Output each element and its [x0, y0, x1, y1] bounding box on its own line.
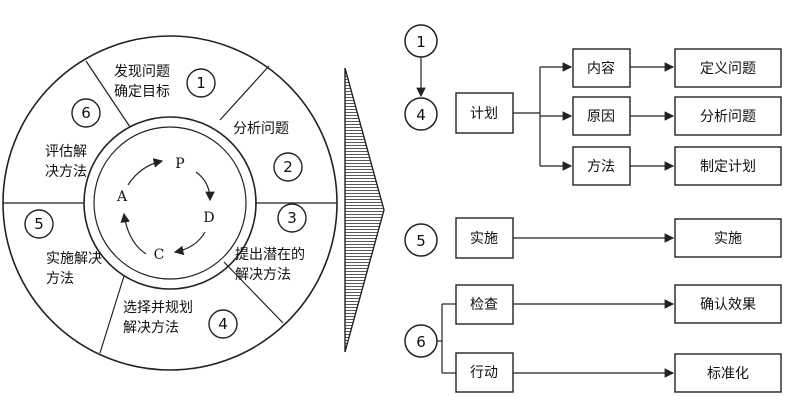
analyze-problem-box [674, 96, 782, 136]
define-problem-label: 定义问题 [700, 61, 756, 77]
make-plan-label: 制定计划 [700, 159, 756, 175]
wheel-segment-5: 5 实施解决 方法 [24, 209, 102, 287]
cycle-arrow-p-d [195, 171, 215, 202]
plan-item-content-label: 内容 [587, 60, 615, 77]
implement-label: 实施 [714, 231, 742, 247]
wheel-segment-1: 发现问题 确定目标 1 [114, 64, 216, 100]
problem-solving-wheel: 发现问题 确定目标 1 分析问题 2 3 提出潜在的 解决方法 选择并规划 解决… [2, 35, 338, 371]
segment-6-number: 6 [81, 104, 91, 122]
define-problem-box [674, 48, 782, 88]
segment-1-line-2: 确定目标 [114, 84, 170, 100]
plan-item-content-box [572, 48, 631, 88]
confirm-effect-label: 确认效果 [700, 297, 756, 313]
segment-3-line-2: 解决方法 [235, 267, 291, 283]
cycle-d: D [203, 210, 214, 226]
segment-1-line-1: 发现问题 [114, 64, 170, 80]
cycle-a: A [116, 189, 128, 205]
segment-5-line-1: 实施解决 [46, 251, 102, 267]
transition-arrow [344, 67, 385, 353]
flow-step-1-number: 1 [416, 33, 426, 51]
wheel-segment-3: 3 提出潜在的 解决方法 [235, 203, 307, 283]
flow-step-4-badge [404, 97, 438, 131]
segment-2-badge [273, 152, 303, 182]
standardize-label: 标准化 [707, 366, 749, 382]
plan-label: 计划 [470, 106, 498, 122]
segment-1-number: 1 [196, 74, 206, 92]
divider [219, 65, 270, 121]
flow-step-4-number: 4 [416, 106, 426, 124]
segment-5-line-2: 方法 [46, 271, 74, 287]
analyze-problem-label: 分析问题 [700, 109, 756, 125]
cycle-c: C [154, 247, 165, 263]
act-label: 行动 [470, 365, 498, 381]
standardize-box [674, 353, 782, 393]
flow-step-6-number: 6 [416, 333, 426, 351]
segment-6-line-2: 决方法 [45, 164, 87, 180]
divider [99, 275, 125, 354]
divider [223, 261, 284, 324]
segment-4-number: 4 [218, 315, 228, 333]
segment-4-line-1: 选择并规划 [123, 300, 193, 316]
segment-5-number: 5 [34, 215, 44, 233]
segment-3-badge [277, 203, 307, 233]
segment-4-line-2: 解决方法 [123, 320, 179, 336]
plan-item-cause-label: 原因 [587, 109, 615, 125]
segment-2-line-1: 分析问题 [233, 121, 289, 137]
make-plan-box [674, 146, 782, 186]
plan-box [455, 92, 514, 134]
check-label: 检查 [470, 297, 498, 313]
wheel-segment-4: 选择并规划 解决方法 4 [123, 300, 238, 339]
plan-item-method-box [572, 146, 631, 186]
cycle-arrow-a-p [127, 158, 164, 186]
segment-3-number: 3 [287, 209, 297, 227]
plan-item-method-label: 方法 [587, 159, 615, 175]
pdca-flow: 1 4 计划 内容 定义问题 原因 分析问题 方法 制定计划 5 实施 [404, 24, 782, 393]
segment-6-badge [71, 98, 101, 128]
plan-item-cause-box [572, 96, 631, 136]
confirm-effect-box [674, 284, 782, 324]
segment-4-badge [208, 309, 238, 339]
wheel-segment-2: 分析问题 2 [233, 121, 303, 182]
cycle-p: P [175, 156, 184, 172]
implement-box [674, 218, 782, 258]
pdca-cycle: P D C A [116, 156, 215, 263]
check-box [455, 284, 514, 325]
segment-5-badge [24, 209, 54, 239]
flow-step-5-badge [404, 223, 438, 257]
wheel-segment-6: 6 评估解 决方法 [45, 98, 101, 180]
segment-3-line-1: 提出潜在的 [235, 247, 305, 263]
cycle-arrow-c-a [120, 212, 147, 255]
segment-2-number: 2 [283, 158, 293, 176]
divider [85, 60, 131, 128]
segment-1-badge [186, 68, 216, 98]
flow-step-5-number: 5 [416, 232, 426, 250]
act-box [455, 352, 514, 393]
do-label: 实施 [470, 231, 498, 247]
cycle-arrow-d-c [173, 231, 206, 256]
segment-6-line-1: 评估解 [45, 144, 87, 160]
inner-core [93, 126, 247, 280]
